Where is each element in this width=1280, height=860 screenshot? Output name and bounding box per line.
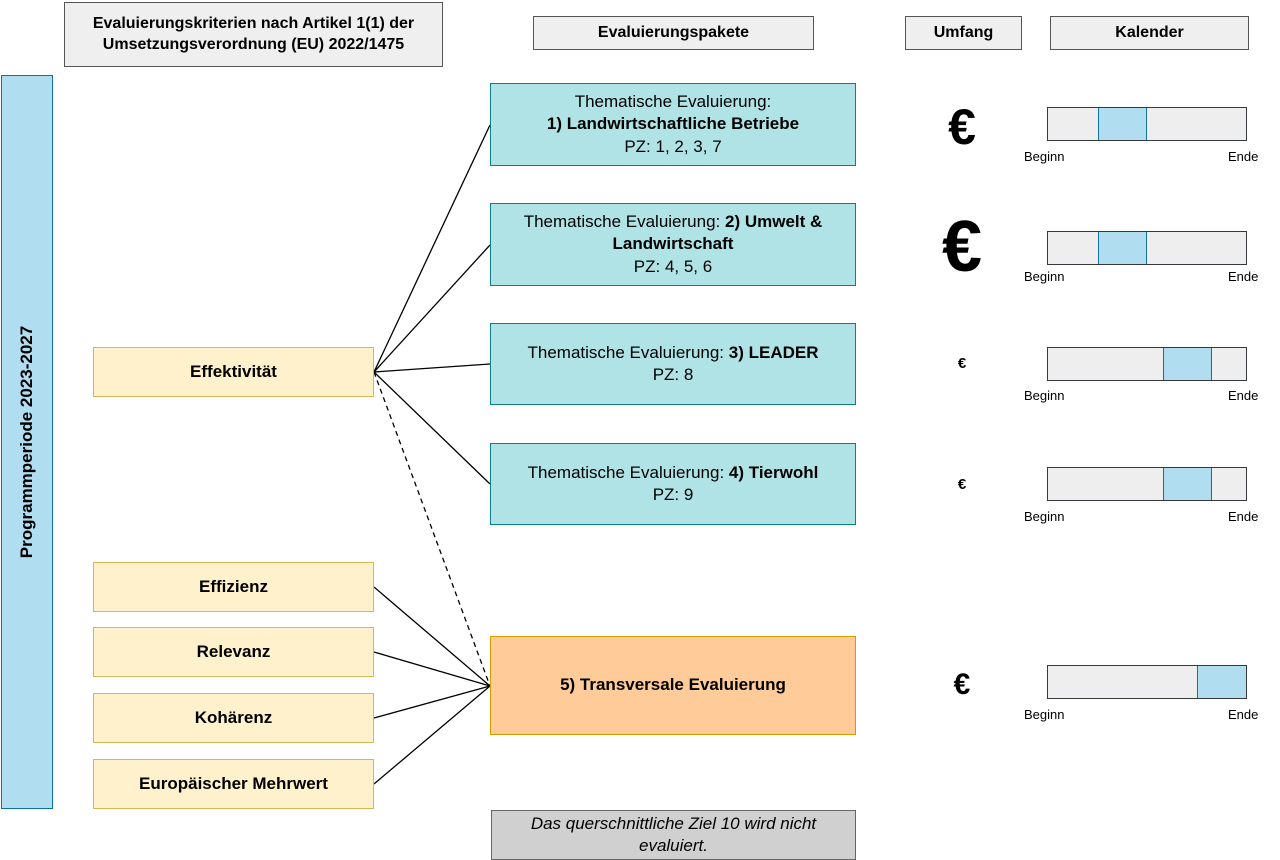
package-3-name: 3) LEADER [728,342,819,362]
criterion-relevanz: Relevanz [93,627,374,677]
calendar-header: Kalender [1050,16,1249,50]
scope-euro-icon-4: € [957,476,967,493]
connector-effektivitaet-pkg2 [373,244,491,373]
package-1-pz: PZ: 1, 2, 3, 7 [624,136,722,156]
calendar-bar-4 [1047,467,1247,501]
criterion-kohaerenz: Kohärenz [93,693,374,743]
note-box: Das querschnittliche Ziel 10 wird nicht … [491,810,856,860]
criterion-europaeischer-mehrwert: Europäischer Mehrwert [93,759,374,809]
calendar-begin-label-1: Beginn [1024,149,1065,164]
calendar-fill-5 [1196,666,1246,698]
package-2-pz: PZ: 4, 5, 6 [633,256,713,276]
calendar-fill-2 [1097,232,1147,264]
package-4-prefix: Thematische Evaluierung: [527,462,725,482]
calendar-fill-3 [1162,348,1213,380]
calendar-begin-label-3: Beginn [1024,388,1065,403]
package-4-pz: PZ: 9 [652,485,694,504]
calendar-bar-2 [1047,231,1247,265]
calendar-begin-label-2: Beginn [1024,269,1065,284]
package-2-name: 2) Umwelt & Landwirtschaft [612,212,823,254]
programme-period-bar: Programmperiode 2023-2027 [1,75,53,809]
packages-header: Evaluierungspakete [533,16,814,50]
criterion-effizienz: Effizienz [93,562,374,612]
programme-period-label: Programmperiode 2023-2027 [17,325,36,559]
scope-euro-icon-1: € [948,99,976,155]
package-1-name: 1) Landwirtschaftliche Betriebe [546,114,800,134]
package-1-prefix: Thematische Evaluierung: [574,92,772,112]
connector-mehrwert-pkg5 [373,685,491,785]
scope-header: Umfang [905,16,1022,50]
package-4-box: Thematische Evaluierung: 4) Tierwohl PZ:… [490,443,856,525]
calendar-end-label-2: Ende [1228,269,1259,284]
package-1-box: Thematische Evaluierung: 1) Landwirtscha… [490,83,856,166]
calendar-end-label-4: Ende [1228,509,1259,524]
connector-effektivitaet-pkg5 [373,371,491,687]
connector-effektivitaet-pkg3 [373,363,491,373]
calendar-end-label-5: Ende [1228,707,1259,722]
package-3-prefix: Thematische Evaluierung: [527,342,725,362]
connector-effizienz-pkg5 [373,586,491,687]
connector-relevanz-pkg5 [373,651,491,687]
calendar-bar-3 [1047,347,1247,381]
package-5-transversal-box: 5) Transversale Evaluierung [490,636,856,735]
package-3-box: Thematische Evaluierung: 3) LEADER PZ: 8 [490,323,856,405]
package-4-name: 4) Tierwohl [728,462,819,482]
scope-euro-icon-2: € [941,207,983,287]
calendar-fill-1 [1097,108,1147,140]
calendar-end-label-1: Ende [1228,149,1259,164]
criteria-header: Evaluierungskriterien nach Artikel 1(1) … [64,2,443,67]
scope-euro-icon-3: € [957,355,967,372]
connector-kohaerenz-pkg5 [373,685,491,719]
package-2-box: Thematische Evaluierung: 2) Umwelt & Lan… [490,203,856,286]
scope-euro-icon-5: € [953,668,971,701]
calendar-fill-4 [1162,468,1213,500]
calendar-begin-label-5: Beginn [1024,707,1065,722]
calendar-bar-1 [1047,107,1247,141]
package-2-prefix: Thematische Evaluierung: [523,212,721,232]
connector-effektivitaet-pkg1 [373,124,491,373]
connector-effektivitaet-pkg4 [373,371,491,485]
calendar-bar-5 [1047,665,1247,699]
package-3-pz: PZ: 8 [652,365,694,384]
calendar-end-label-3: Ende [1228,388,1259,403]
calendar-begin-label-4: Beginn [1024,509,1065,524]
criterion-effektivitaet: Effektivität [93,347,374,397]
